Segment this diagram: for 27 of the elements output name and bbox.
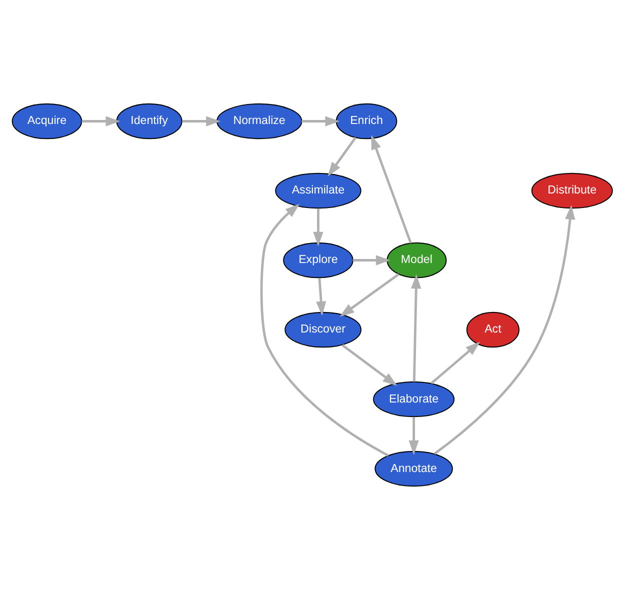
arrow <box>434 204 576 454</box>
arrow <box>371 134 412 243</box>
arrow <box>316 277 326 316</box>
node-ellipse: Annotate <box>374 450 453 486</box>
node-ellipse: Explore <box>283 242 354 278</box>
arrow <box>260 203 389 456</box>
arrow <box>430 341 480 384</box>
node-ellipse: Identify <box>116 102 182 139</box>
arrow <box>328 136 357 176</box>
arrow <box>182 116 221 126</box>
node-ellipse: Distribute <box>531 172 613 208</box>
arrow <box>340 272 400 316</box>
arrow <box>411 274 422 382</box>
arrow <box>313 208 324 246</box>
arrow <box>82 116 120 126</box>
node-ellipse: Enrich <box>336 102 398 139</box>
node-ellipse: Model <box>386 242 447 278</box>
node-ellipse: Elaborate <box>373 380 455 417</box>
node-ellipse: Acquire <box>12 102 82 139</box>
arrow <box>342 344 398 386</box>
node-ellipse: Act <box>466 311 520 348</box>
arrow <box>408 416 419 454</box>
arrow <box>302 116 340 126</box>
node-ellipse: Discover <box>284 311 362 348</box>
arrow <box>352 254 390 265</box>
node-ellipse: Assimilate <box>275 172 362 208</box>
node-ellipse: Normalize <box>216 102 302 139</box>
